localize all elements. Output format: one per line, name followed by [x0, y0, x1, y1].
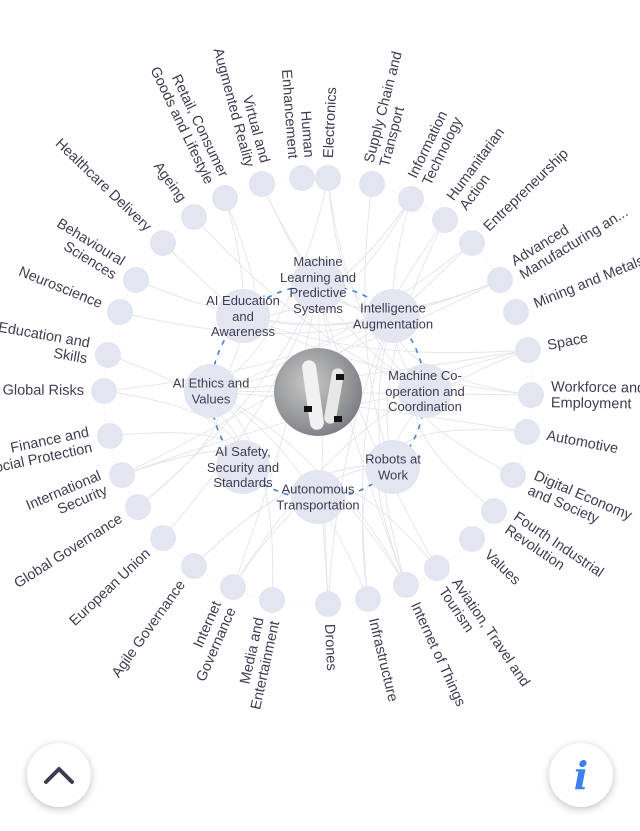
outer-topic-node[interactable]	[249, 171, 275, 197]
inner-topic-label[interactable]: Machine Learning and Predictive Systems	[280, 254, 356, 316]
connection-line	[378, 315, 407, 586]
outer-topic-node[interactable]	[181, 204, 207, 230]
outer-topic-label[interactable]: Global Risks	[2, 382, 85, 399]
inner-topic-node[interactable]	[184, 364, 238, 418]
inner-topic-label[interactable]: AI Education and Awareness	[206, 292, 280, 339]
connection-line	[210, 242, 473, 392]
outer-topic-node[interactable]	[424, 555, 450, 581]
outer-topic-node[interactable]	[359, 171, 385, 197]
outer-topic-node[interactable]	[459, 230, 485, 256]
outer-topic-node[interactable]	[259, 587, 285, 613]
inner-topic-node[interactable]	[291, 258, 345, 312]
outer-topic-node[interactable]	[220, 574, 246, 600]
outer-topic-node[interactable]	[97, 423, 123, 449]
connection-line	[232, 284, 319, 588]
outer-topic-node[interactable]	[432, 207, 458, 233]
connection-line	[103, 315, 394, 392]
outer-topic-node[interactable]	[212, 185, 238, 211]
outer-topic-label[interactable]: Workforce and Employment	[550, 379, 640, 413]
info-icon: i	[573, 752, 589, 798]
inner-topic-label[interactable]: AI Ethics and Values	[172, 375, 250, 407]
outer-topic-node[interactable]	[91, 378, 117, 404]
connection-line	[364, 183, 394, 468]
outer-topic-node[interactable]	[459, 526, 485, 552]
outer-topic-node[interactable]	[109, 462, 135, 488]
connection-line	[162, 284, 319, 539]
outer-topic-label[interactable]: Electronics	[320, 86, 341, 159]
robot-joint-shape	[334, 416, 342, 422]
outer-topic-node[interactable]	[393, 572, 419, 598]
outer-topic-node[interactable]	[518, 382, 544, 408]
outer-topic-node[interactable]	[181, 553, 207, 579]
inner-topic-node[interactable]	[366, 289, 420, 343]
inner-topic-label[interactable]: Robots at Work	[365, 451, 421, 483]
inner-topic-node[interactable]	[366, 440, 420, 494]
outer-topic-node[interactable]	[315, 165, 341, 191]
connection-line	[137, 284, 319, 508]
inner-topic-node[interactable]	[398, 364, 452, 418]
outer-topic-node[interactable]	[289, 165, 315, 191]
connection-line	[317, 284, 438, 569]
robot-joint-shape	[336, 374, 344, 380]
connection-line	[317, 284, 329, 605]
outer-topic-node[interactable]	[481, 498, 507, 524]
connection-line	[317, 284, 407, 586]
robot-joint-shape	[304, 406, 312, 412]
outer-topic-node[interactable]	[503, 299, 529, 325]
connection-line	[119, 311, 394, 335]
inner-topic-node[interactable]	[216, 289, 270, 343]
inner-topic-label[interactable]: Intelligence Augmentation	[352, 300, 434, 332]
inner-topic-label[interactable]: Autonomous Transportation	[276, 481, 360, 513]
inner-topic-node[interactable]	[291, 470, 345, 524]
outer-topic-node[interactable]	[315, 591, 341, 617]
connection-line	[232, 390, 426, 588]
inner-topic-label[interactable]: Machine Co- operation and Coordination	[385, 367, 465, 414]
outer-topic-label[interactable]: Human Enhancement	[277, 68, 317, 160]
outer-topic-node[interactable]	[150, 230, 176, 256]
robot-arm-shape	[301, 359, 325, 431]
outer-topic-node[interactable]	[514, 419, 540, 445]
connection-line	[121, 315, 394, 476]
outer-topic-node[interactable]	[515, 337, 541, 363]
outer-topic-node[interactable]	[107, 299, 133, 325]
connection-line	[193, 216, 426, 392]
chevron-up-icon	[44, 767, 74, 784]
outer-topic-node[interactable]	[125, 494, 151, 520]
outer-topic-label[interactable]: Drones	[320, 623, 340, 672]
outer-topic-node[interactable]	[487, 267, 513, 293]
outer-topic-node[interactable]	[355, 586, 381, 612]
connection-line	[327, 315, 394, 605]
outer-topic-node[interactable]	[123, 267, 149, 293]
connection-line	[210, 390, 407, 586]
connection-line	[361, 315, 394, 600]
outer-topic-node[interactable]	[398, 186, 424, 212]
outer-topic-node[interactable]	[500, 462, 526, 488]
inner-topic-label[interactable]: AI Safety, Security and Standards	[206, 443, 280, 490]
connection-line	[386, 219, 446, 468]
connection-line	[121, 390, 426, 476]
inner-topic-node[interactable]	[216, 440, 270, 494]
info-button[interactable]: i	[549, 743, 613, 807]
outer-topic-node[interactable]	[150, 525, 176, 551]
center-image[interactable]	[274, 348, 362, 436]
outer-topic-node[interactable]	[95, 342, 121, 368]
connection-line	[210, 390, 369, 600]
scroll-up-button[interactable]	[27, 743, 91, 807]
